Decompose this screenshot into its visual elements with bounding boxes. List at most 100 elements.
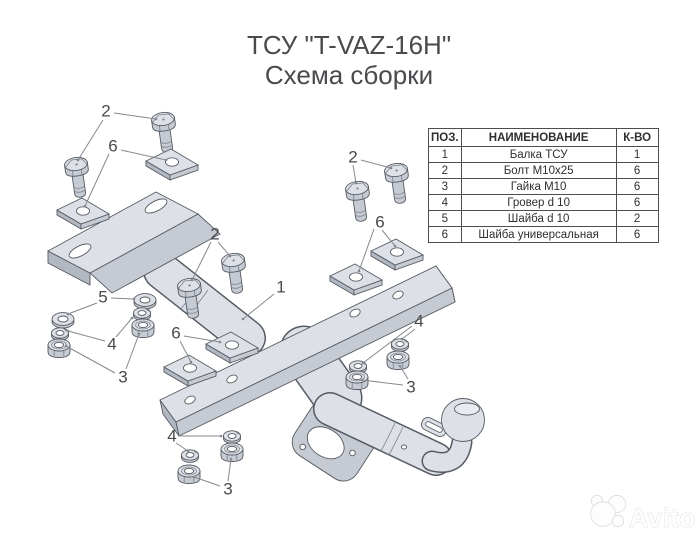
parts-table-cell: 6 xyxy=(428,226,462,243)
callout-leader-dot xyxy=(361,361,365,365)
callout-label-6: 6 xyxy=(375,213,384,232)
callout-leader-line xyxy=(67,330,106,342)
callout-label-2: 2 xyxy=(348,148,357,167)
callout-leader-line xyxy=(183,335,221,343)
callout-leader-line xyxy=(120,149,167,161)
callout-leader-line xyxy=(399,365,409,380)
parts-table-cell: 6 xyxy=(615,226,659,243)
flat-washer xyxy=(51,312,75,329)
spring-washer xyxy=(50,327,70,341)
bolt-m10x25 xyxy=(220,251,250,296)
callout-leader-line xyxy=(179,340,192,363)
spring-washer xyxy=(132,307,152,321)
spring-washer xyxy=(222,430,242,444)
callout-leader-dot xyxy=(241,317,245,321)
parts-table-header-cell: ПОЗ. xyxy=(428,128,462,147)
callout-leader-line xyxy=(352,164,357,184)
callout-leader-line xyxy=(358,228,375,272)
callout-leader-dot xyxy=(389,166,393,170)
callout-leader-dot xyxy=(137,332,141,336)
callout-leader-line xyxy=(110,297,135,300)
universal-washer xyxy=(329,263,383,296)
callout-leader-dot xyxy=(83,204,87,208)
callout-leader-line xyxy=(191,241,212,281)
callout-label-4: 4 xyxy=(414,312,423,331)
spring-washer xyxy=(390,338,410,352)
universal-washer xyxy=(145,148,199,181)
parts-table-header-cell: НАИМЕНОВАНИЕ xyxy=(460,128,617,147)
parts-table-cell: 6 xyxy=(615,194,659,211)
callout-leader-dot xyxy=(360,378,364,382)
title-block: ТСУ "T-VAZ-16H" Схема сборки xyxy=(0,30,698,90)
callout-leader-line xyxy=(77,119,104,161)
callout-leader-dot xyxy=(66,312,70,316)
callout-leader-line xyxy=(175,442,189,452)
callout-label-3: 3 xyxy=(118,368,127,387)
spring-washer xyxy=(180,449,200,463)
callout-label-3: 3 xyxy=(223,480,232,499)
watermark: Avito xyxy=(590,494,696,533)
callout-label-4: 4 xyxy=(167,427,176,446)
parts-table-cell: 1 xyxy=(428,146,462,163)
page-title: ТСУ "T-VAZ-16H" xyxy=(246,30,452,60)
parts-table-cell: Балка ТСУ xyxy=(460,146,617,163)
callout-leader-dot xyxy=(190,278,194,282)
callout-leader-dot xyxy=(229,457,233,461)
callout-label-2: 2 xyxy=(210,225,219,244)
nut-m10 xyxy=(177,464,201,484)
parts-table-cell: Гровер d 10 xyxy=(460,194,617,211)
callout-leader-line xyxy=(227,458,232,482)
bolt-m10x25 xyxy=(150,110,180,155)
callout-leader-line xyxy=(84,153,110,207)
callout-leader-dot xyxy=(76,158,80,162)
parts-table-cell: 2 xyxy=(615,210,659,227)
parts-table-cell: 1 xyxy=(615,146,659,163)
callout-leader-dot xyxy=(66,329,70,333)
parts-table-cell: 6 xyxy=(615,178,659,195)
bolt-m10x25 xyxy=(344,179,374,224)
callout-leader-line xyxy=(115,317,133,338)
parts-table-header-cell: К-ВО xyxy=(615,128,659,147)
nut-m10 xyxy=(47,338,71,358)
page-subtitle: Схема сборки xyxy=(264,60,434,90)
callout-leader-dot xyxy=(189,360,193,364)
callout-leader-dot xyxy=(398,364,402,368)
callout-leader-line xyxy=(125,333,140,370)
callout-leader-line xyxy=(217,241,231,257)
flat-washer xyxy=(133,293,157,310)
callout-leader-dot xyxy=(154,117,158,121)
callout-label-6: 6 xyxy=(108,137,117,156)
callout-leader-dot xyxy=(354,181,358,185)
callout-leader-line xyxy=(242,293,275,320)
bolt-m10x25 xyxy=(383,161,413,206)
callout-label-4: 4 xyxy=(107,335,116,354)
callout-label-1: 1 xyxy=(276,278,285,297)
main-beam xyxy=(159,265,456,437)
nut-m10 xyxy=(386,350,410,370)
callout-leader-line xyxy=(65,345,116,374)
parts-table-cell: 3 xyxy=(428,178,462,195)
parts-table-cell: 4 xyxy=(428,194,462,211)
watermark-text: Avito xyxy=(629,503,696,533)
callout-leader-line xyxy=(193,476,221,487)
parts-table-cell: Шайба d 10 xyxy=(460,210,617,227)
parts-table-cell: 6 xyxy=(615,162,659,179)
callout-leader-line xyxy=(381,229,396,247)
callout-leader-dot xyxy=(164,158,168,162)
callout-label-5: 5 xyxy=(98,288,107,307)
callout-leader-dot xyxy=(393,244,397,248)
callout-leader-line xyxy=(360,159,392,169)
callout-leader-dot xyxy=(400,337,404,341)
nut-m10 xyxy=(131,318,155,338)
parts-table-cell: Гайка М10 xyxy=(460,178,617,195)
callout-leader-dot xyxy=(132,297,136,301)
callout-leader-dot xyxy=(130,316,134,320)
